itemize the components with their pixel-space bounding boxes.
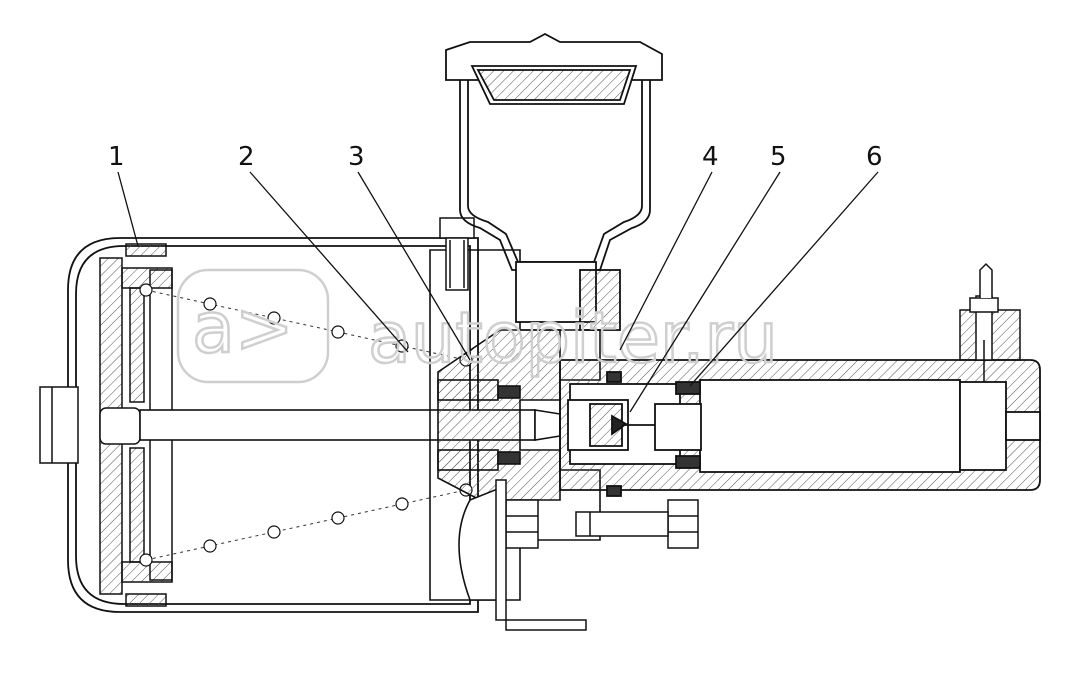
spring-coil <box>139 553 153 567</box>
a-arrow-logo <box>176 268 330 384</box>
lower-bolts <box>495 479 699 631</box>
spring-coil <box>267 311 281 325</box>
callout-5: 5 <box>770 142 787 172</box>
cylinder-housing <box>67 237 479 613</box>
callout-6: 6 <box>866 142 883 172</box>
spring-coil <box>203 297 217 311</box>
slave-cylinder <box>559 359 1041 497</box>
leader-lines <box>117 171 879 413</box>
spring-coil <box>267 525 281 539</box>
spring-coil <box>331 325 345 339</box>
spring-coil <box>203 539 217 553</box>
left-hub <box>39 386 79 464</box>
fluid-reservoir <box>445 32 663 331</box>
watermark-logo-glyph: a> <box>192 287 294 369</box>
spring-coil <box>395 497 409 511</box>
bleeder-valve <box>959 262 1021 382</box>
callouts: 1 2 3 4 5 6 <box>108 142 883 172</box>
callout-4: 4 <box>702 142 719 172</box>
callout-2: 2 <box>238 142 255 172</box>
return-spring <box>139 283 473 567</box>
top-bolt <box>439 217 475 291</box>
piston-assembly <box>99 243 173 607</box>
callout-3: 3 <box>348 142 365 172</box>
spring-coil <box>331 511 345 525</box>
callout-1: 1 <box>108 142 125 172</box>
watermark-text: autopiter.ru <box>368 297 778 379</box>
watermark: a> autopiter.ru <box>176 268 779 384</box>
spring-coil <box>139 283 153 297</box>
